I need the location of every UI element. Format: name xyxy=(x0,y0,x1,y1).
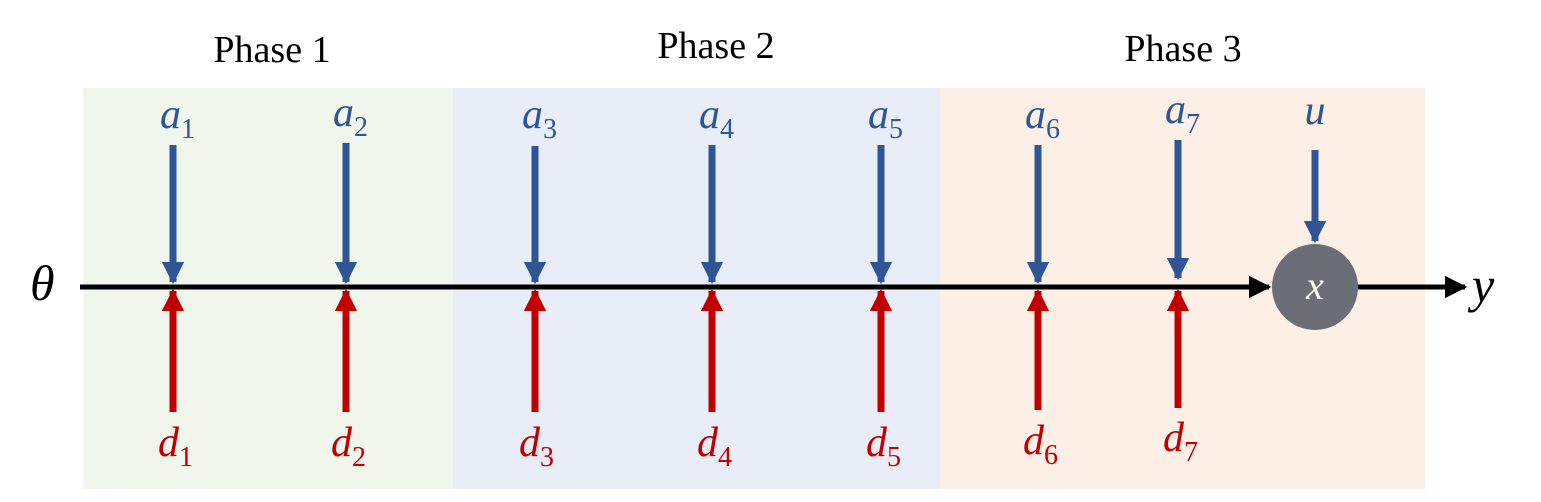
state-node xyxy=(1272,244,1358,330)
label-a2: a2 xyxy=(333,90,368,143)
label-a5: a5 xyxy=(868,92,903,145)
label-d4: d4 xyxy=(697,420,732,473)
label-a1: a1 xyxy=(160,92,195,145)
label-d6: d6 xyxy=(1023,418,1058,471)
output-y-label: y xyxy=(1467,257,1495,313)
state-node-label: x xyxy=(1305,263,1324,308)
label-d3: d3 xyxy=(519,420,554,473)
label-d2: d2 xyxy=(331,420,366,473)
label-d1: d1 xyxy=(158,420,193,473)
phase-3-title: Phase 3 xyxy=(1124,28,1241,70)
label-d7: d7 xyxy=(1163,415,1198,468)
label-a6: a6 xyxy=(1025,92,1060,145)
label-a4: a4 xyxy=(699,92,734,145)
phase-2-title: Phase 2 xyxy=(657,25,774,67)
label-a3: a3 xyxy=(522,92,557,145)
label-a7: a7 xyxy=(1165,87,1200,140)
phase-1-title: Phase 1 xyxy=(213,29,330,71)
label-u: u xyxy=(1305,88,1326,134)
label-d5: d5 xyxy=(866,420,901,473)
theta-label: θ xyxy=(30,255,55,311)
